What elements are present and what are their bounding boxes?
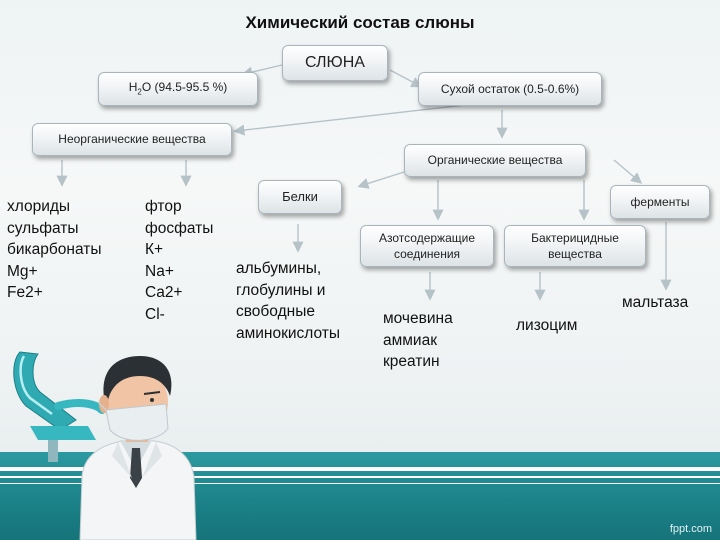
node-enzymes: ферменты	[610, 185, 710, 219]
band-stripe	[0, 467, 720, 471]
list-item: аммиак	[383, 331, 437, 349]
node-saliva: СЛЮНА	[282, 45, 388, 81]
nitrogen-line2: соединения	[393, 247, 461, 261]
dental-chair-icon	[13, 351, 106, 462]
arrow-organic-enzymes	[613, 159, 643, 184]
list-item: фосфаты	[145, 219, 214, 237]
list-item: сульфаты	[7, 219, 79, 237]
list-item: хлориды	[7, 198, 71, 215]
doctor-tie	[130, 448, 142, 488]
list-item: Na+	[145, 262, 174, 280]
page-title: Химический состав слюны	[245, 13, 475, 32]
list-item: мочевина	[383, 310, 453, 327]
arrow-organic-proteins	[357, 171, 405, 189]
node-proteins: Белки	[258, 180, 342, 214]
node-organic: Органические вещества	[404, 144, 586, 177]
protein-list: альбумины, глобулины и свободные аминоки…	[236, 258, 340, 344]
enzyme-item: мальтаза	[622, 294, 689, 311]
node-nitrogen: Азотсодержащие соединения	[360, 225, 494, 267]
list-item: Ca2+	[145, 284, 183, 301]
band-stripe	[0, 483, 720, 484]
credit-text: fppt.com	[669, 523, 712, 535]
bactericidal-line1: Бактерицидные	[531, 230, 619, 245]
arrow-dry-inorganic	[233, 103, 475, 136]
bactericidal-item: лизоцим	[516, 317, 578, 334]
bactericidal-line2: вещества	[548, 247, 602, 261]
list-item: Cl-	[145, 305, 165, 323]
nitrogen-line1: Азотсодержащие	[379, 230, 475, 245]
list-item: Mg+	[7, 262, 38, 280]
water-formula: H2O (94.5-95.5 %)	[128, 80, 228, 97]
list-item: креатин	[383, 353, 440, 370]
node-inorganic: Неорганические вещества	[32, 123, 232, 156]
inorganic-list-2: фтор фосфаты К+ Na+ Ca2+ Cl-	[145, 196, 213, 325]
arrow-saliva-dry	[389, 69, 423, 88]
list-item: свободные	[236, 303, 315, 320]
node-dry-residue: Сухой остаток (0.5-0.6%)	[418, 72, 602, 106]
list-item: К+	[145, 241, 164, 258]
list-item: аминокислоты	[236, 324, 341, 342]
inorganic-list-1: хлориды сульфаты бикарбонаты Mg+ Fe2+	[7, 196, 101, 304]
list-item: фтор	[145, 198, 182, 215]
list-item: глобулины и	[236, 281, 326, 299]
list-item: бикарбонаты	[7, 241, 102, 258]
node-bactericidal: Бактерицидные вещества	[504, 225, 646, 267]
list-item: Fe2+	[7, 284, 43, 301]
nitrogen-list: мочевина аммиак креатин	[383, 308, 453, 373]
list-item: альбумины,	[236, 260, 322, 277]
band-stripe	[0, 476, 720, 478]
doctor-mask	[105, 403, 169, 441]
node-water: H2O (94.5-95.5 %)	[98, 72, 258, 106]
